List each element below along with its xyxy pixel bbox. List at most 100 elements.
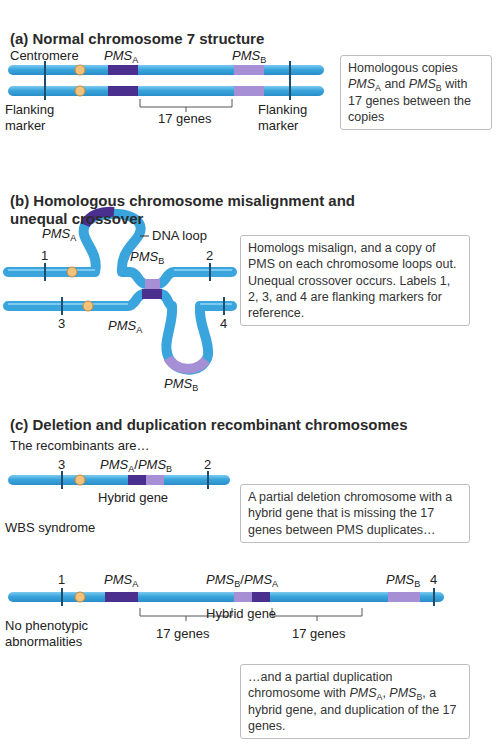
text-run: PMS (232, 48, 260, 63)
note-text: Homologs misalign, and a copy of PMS on … (248, 240, 462, 321)
text-run: and (381, 77, 409, 91)
chromosome (8, 592, 444, 602)
text-run: A (136, 325, 142, 335)
section-heading: (b) Homologous chromosome misalignment a… (10, 192, 375, 228)
label: PMSA (42, 226, 76, 242)
chromosome (8, 86, 324, 96)
text-run: B (166, 464, 172, 474)
text-run: A (70, 233, 76, 243)
label: Hybrid gene (98, 490, 168, 506)
flanking-marker (207, 471, 209, 489)
text-run: B (414, 579, 420, 589)
hybrid-gene (252, 592, 270, 602)
text-run: Flanking marker (5, 102, 54, 133)
text-run: 17 genes (156, 626, 210, 641)
pms-a-gene (142, 289, 162, 299)
text-run: PMS (104, 48, 132, 63)
label: 4 (220, 316, 227, 332)
text-run: PMS (386, 572, 414, 587)
label: 1 (41, 248, 48, 264)
note-text: …and a partial duplication chromosome wi… (248, 669, 462, 734)
flanking-marker (209, 263, 211, 281)
label: PMSA (104, 48, 138, 64)
text-run: 2 (206, 248, 213, 263)
chromosome (8, 294, 232, 370)
text-run: Homologs misalign, and a copy of PMS on … (248, 241, 456, 320)
text-run: A (132, 55, 138, 65)
label: Hybrid gene (206, 606, 276, 622)
text-run: PMS (348, 77, 375, 91)
text-run: B (260, 55, 266, 65)
text-run: The recombinants are… (10, 438, 149, 453)
text-run: 4 (430, 572, 437, 587)
text-run: PMS (206, 572, 234, 587)
pms-a-gene (105, 592, 138, 602)
label: PMSB/PMSA (206, 572, 278, 588)
label: PMSA (108, 318, 142, 334)
text-run: 2 (204, 457, 211, 472)
text-run: A (272, 579, 278, 589)
pms-a-gene (108, 65, 138, 75)
label: DNA loop (152, 228, 207, 244)
text-run: PMS (104, 572, 132, 587)
text-run: PMS (349, 686, 376, 700)
flanking-marker (44, 263, 46, 281)
chromosome (8, 65, 324, 75)
note-box: A partial deletion chromosome with a hyb… (240, 484, 470, 543)
flanking-marker (223, 297, 225, 315)
text-run: Centromere (10, 48, 79, 63)
label: 2 (206, 248, 213, 264)
text-run: Hybrid gene (206, 606, 276, 621)
chromosome (8, 475, 230, 485)
centromere (83, 301, 93, 311)
label: 1 (58, 572, 65, 588)
text-run: (c) Deletion and duplication recombinant… (10, 416, 408, 433)
pms-b-gene (234, 65, 264, 75)
text-run: (b) Homologous chromosome misalignment a… (10, 192, 355, 227)
text-run: 4 (220, 316, 227, 331)
pms-a-gene (108, 86, 138, 96)
text-run: B (158, 256, 164, 266)
flanking-marker (433, 588, 435, 606)
text-run: PMS (409, 77, 436, 91)
text-run: 3 (58, 457, 65, 472)
label: No phenotypic abnormalities (5, 618, 105, 651)
label: PMSB (164, 376, 198, 392)
text-run: PMS (42, 226, 70, 241)
flanking-marker (289, 61, 291, 100)
label: 3 (58, 457, 65, 473)
note-box: …and a partial duplication chromosome wi… (240, 664, 470, 739)
text-run: 3 (58, 316, 65, 331)
label: Flanking marker (258, 102, 328, 135)
text-run: Hybrid gene (98, 490, 168, 505)
label: 4 (430, 572, 437, 588)
label: PMSB (386, 572, 420, 588)
label: 3 (58, 316, 65, 332)
text-run: B (192, 383, 198, 393)
text-run: / (240, 572, 244, 587)
text-run: A (375, 83, 381, 93)
text-run: Homologous copies (348, 61, 458, 75)
label: The recombinants are… (10, 438, 149, 454)
text-run: A (377, 692, 383, 702)
text-run: 17 genes (292, 626, 346, 641)
label: Centromere (10, 48, 79, 64)
text-run: PMS (164, 376, 192, 391)
chromosome-highlight (8, 270, 232, 304)
flanking-marker (61, 297, 63, 315)
text-run: B (436, 83, 442, 93)
text-run: PMS (100, 457, 128, 472)
flanking-marker (61, 588, 63, 606)
label: PMSA (104, 572, 138, 588)
text-run: (a) Normal chromosome 7 structure (10, 30, 264, 47)
centromere (75, 65, 85, 75)
note-text: A partial deletion chromosome with a hyb… (248, 489, 462, 538)
text-run: No phenotypic abnormalities (5, 618, 88, 649)
note-box: Homologous copies PMSA and PMSB with 17 … (340, 55, 492, 130)
pms-b-gene (388, 592, 420, 602)
text-run: WBS syndrome (5, 520, 95, 535)
text-run: PMS (130, 249, 158, 264)
centromere (75, 475, 85, 485)
hybrid-gene (234, 592, 252, 602)
label: PMSB (232, 48, 266, 64)
